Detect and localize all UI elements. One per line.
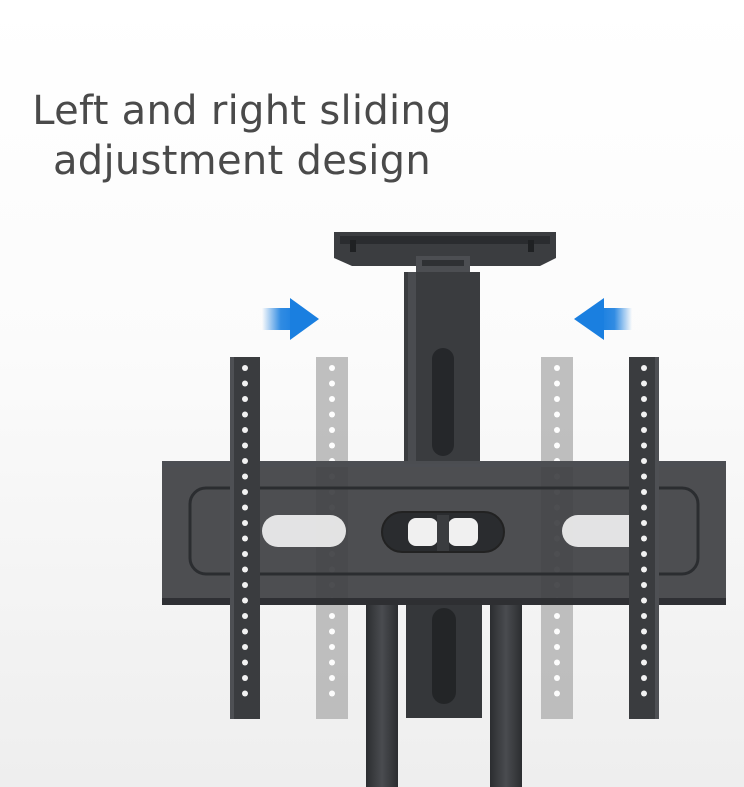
bracket-hole	[554, 675, 560, 681]
bracket-hole	[329, 380, 335, 387]
bracket-hole	[641, 427, 647, 433]
bracket-hole	[242, 659, 248, 666]
center-column	[404, 272, 480, 464]
bracket-hole	[641, 566, 647, 573]
bracket-hole	[242, 566, 248, 573]
bracket-hole	[329, 427, 335, 433]
bracket-hole	[242, 396, 248, 402]
bracket-hole	[641, 613, 647, 619]
bracket-hole	[242, 442, 248, 449]
bracket-hole	[242, 458, 248, 464]
bracket-hole	[242, 504, 248, 511]
bracket-hole	[242, 473, 248, 480]
bracket-hole	[641, 411, 647, 418]
bracket-hole	[329, 396, 335, 402]
bracket-hole	[641, 365, 647, 371]
bracket-hole	[641, 489, 647, 495]
bracket-right	[629, 357, 659, 719]
bracket-hole	[641, 582, 647, 588]
bracket-hole	[641, 458, 647, 464]
bracket-hole	[554, 442, 560, 449]
bracket-hole	[641, 675, 647, 681]
bracket-hole	[242, 520, 248, 526]
bracket-hole	[554, 427, 560, 433]
bracket-hole	[554, 411, 560, 418]
bracket-hole	[554, 628, 560, 635]
bracket-hole	[242, 489, 248, 495]
bracket-hole	[242, 690, 248, 697]
bracket-hole	[329, 411, 335, 418]
bracket-hole	[242, 675, 248, 681]
stand-poles	[366, 600, 522, 787]
headline: Left and right sliding adjustment design	[0, 86, 484, 186]
bracket-hole	[242, 582, 248, 588]
bracket-hole	[329, 365, 335, 371]
arrow-left-icon	[574, 298, 632, 340]
bracket-hole	[329, 659, 335, 666]
bracket-hole	[554, 644, 560, 650]
bracket-hole	[242, 380, 248, 387]
arrow-right-icon	[262, 298, 319, 340]
bracket-hole	[554, 690, 560, 697]
bracket-hole	[554, 365, 560, 371]
bracket-hole	[242, 535, 248, 542]
bracket-hole	[242, 628, 248, 635]
bracket-hole	[329, 675, 335, 681]
bracket-hole	[641, 535, 647, 542]
headline-line-1: Left and right sliding	[32, 88, 452, 134]
bracket-hole	[554, 613, 560, 619]
bracket-hole	[641, 690, 647, 697]
bracket-hole	[641, 551, 647, 557]
camera-shelf	[334, 232, 556, 278]
bracket-hole	[554, 380, 560, 387]
bracket-hole	[641, 520, 647, 526]
bracket-hole	[554, 659, 560, 666]
bracket-hole	[242, 427, 248, 433]
bracket-hole	[641, 473, 647, 480]
bracket-hole	[329, 690, 335, 697]
bracket-hole	[242, 644, 248, 650]
bracket-hole	[641, 396, 647, 402]
bracket-hole	[641, 644, 647, 650]
bracket-hole	[554, 396, 560, 402]
bracket-hole	[329, 628, 335, 635]
bracket-hole	[641, 504, 647, 511]
bracket-hole	[329, 442, 335, 449]
bracket-hole	[242, 365, 248, 371]
bracket-hole	[641, 659, 647, 666]
bracket-hole	[641, 380, 647, 387]
bracket-hole	[242, 597, 248, 604]
bracket-left	[230, 357, 260, 719]
bracket-hole	[242, 411, 248, 418]
bracket-hole	[242, 613, 248, 619]
bracket-hole	[641, 442, 647, 449]
bracket-hole	[242, 551, 248, 557]
headline-line-2: adjustment design	[52, 138, 431, 184]
bracket-hole	[641, 628, 647, 635]
bracket-hole	[329, 613, 335, 619]
bracket-hole	[641, 597, 647, 604]
bracket-hole	[329, 644, 335, 650]
